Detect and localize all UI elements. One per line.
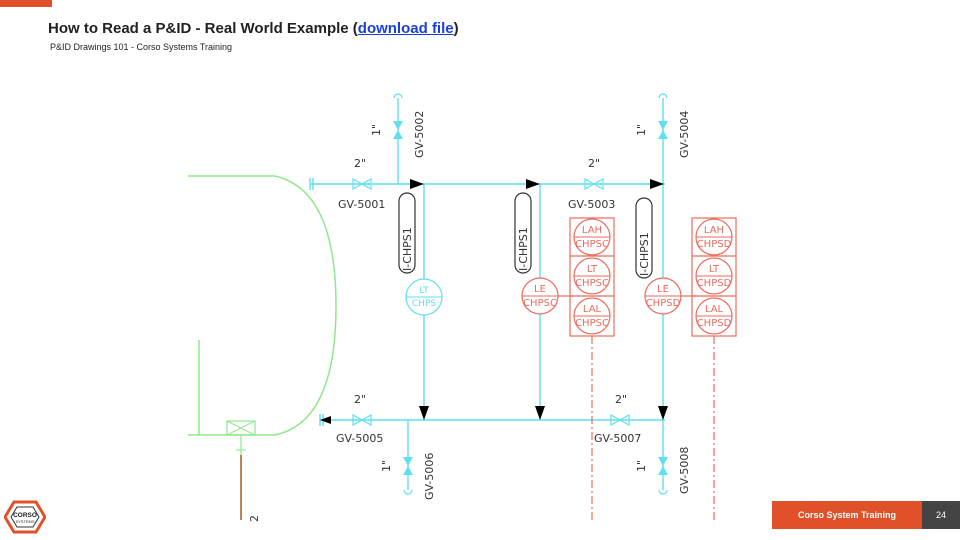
tag-gv-5007: GV-5007 (594, 432, 641, 445)
line-tag-3-text: I-CHPS1 (638, 232, 651, 276)
instrument-lal-chpsc[interactable]: LAL CHPSC (573, 297, 611, 335)
title-prefix: How to Read a P&ID - Real World Example … (48, 20, 358, 37)
instrument-lah-chpsc-func: LAH (582, 225, 602, 236)
flow-arrow (320, 416, 331, 424)
instrument-lt-chpsc-func: LT (587, 264, 598, 275)
tag-gv-5003: GV-5003 (568, 198, 615, 211)
flow-arrow (410, 179, 424, 189)
instrument-le-chpsc-func: LE (534, 284, 546, 295)
size-label-gv-5006: 1" (380, 460, 393, 472)
tag-gv-5004: GV-5004 (678, 111, 691, 158)
instrument-lt-chpsc-loop: CHPSC (575, 278, 609, 289)
instrument-lal-chpsd-loop: CHPSD (697, 318, 732, 329)
valve-gv-5006[interactable] (403, 457, 413, 475)
line-tag-3: I-CHPS1 (635, 197, 653, 279)
flow-arrow (419, 406, 429, 420)
flow-arrows (320, 179, 668, 424)
flow-arrow (650, 179, 664, 189)
instrument-lah-chpsc[interactable]: LAH CHPSC (573, 218, 611, 256)
vessel-bottom-valve (226, 420, 256, 520)
instrument-lt-chpsd-loop: CHPSD (697, 278, 732, 289)
flow-arrow (658, 406, 668, 420)
size-label-gv-5005: 2" (354, 393, 366, 406)
line-tag-1-text: I-CHPS1 (401, 227, 414, 271)
size-label-gv-5008: 1" (635, 460, 648, 472)
page-subtitle: P&ID Drawings 101 - Corso Systems Traini… (50, 42, 233, 52)
drain-size-label: 2 (248, 515, 261, 522)
tag-gv-5006: GV-5006 (423, 453, 436, 500)
tag-gv-5001: GV-5001 (338, 198, 385, 211)
instrument-lah-chpsd[interactable]: LAH CHPSD (695, 218, 733, 256)
instrument-le-chpsd-func: LE (657, 284, 669, 295)
instrument-lah-chpsd-loop: CHPSD (697, 239, 732, 250)
instrument-lt-chps-func: LT (419, 286, 429, 296)
instrument-lah-chpsc-loop: CHPSC (575, 239, 609, 250)
valve-gv-5004[interactable] (658, 121, 668, 139)
vessel (188, 175, 337, 436)
corso-logo: CORSO SYSTEMS (4, 500, 46, 534)
size-label-gv-5002: 1" (370, 124, 383, 136)
instrument-lal-chpsd-func: LAL (705, 304, 724, 315)
instrument-lt-chps[interactable]: LT CHPS (405, 278, 443, 316)
instrument-lt-chps-loop: CHPS (412, 299, 436, 309)
valve-gv-5001[interactable] (352, 177, 372, 191)
footer-brand-label: Corso System Training (772, 501, 922, 529)
line-tag-2: I-CHPS1 (514, 192, 532, 274)
size-label-gv-5003: 2" (588, 157, 600, 170)
valve-gv-5002[interactable] (393, 121, 403, 139)
vent-caps (393, 93, 668, 495)
svg-text:SYSTEMS: SYSTEMS (15, 519, 34, 524)
size-label-gv-5004: 1" (635, 124, 648, 136)
instrument-group-chpsc (558, 217, 615, 520)
instrument-lt-chpsd[interactable]: LT CHPSD (695, 257, 733, 295)
valve-gv-5007[interactable] (610, 413, 630, 427)
flow-arrow (535, 406, 545, 420)
page-title: How to Read a P&ID - Real World Example … (48, 20, 459, 37)
download-file-link[interactable]: download file (357, 20, 454, 37)
instrument-le-chpsd[interactable]: LE CHPSD (644, 277, 682, 315)
tag-gv-5008: GV-5008 (678, 447, 691, 494)
instrument-lt-chpsd-func: LT (709, 264, 720, 275)
valve-gv-5005[interactable] (352, 413, 372, 427)
instrument-le-chpsd-loop: CHPSD (646, 298, 681, 309)
valve-gv-5008[interactable] (658, 457, 668, 475)
line-tag-1: I-CHPS1 (398, 192, 416, 274)
instrument-le-chpsc[interactable]: LE CHPSC (521, 277, 559, 315)
valve-gv-5003[interactable] (584, 177, 604, 191)
svg-text:CORSO: CORSO (13, 512, 37, 519)
instrument-group-chpsd (681, 217, 737, 520)
instrument-lal-chpsc-loop: CHPSC (575, 318, 609, 329)
instrument-lt-chpsc[interactable]: LT CHPSC (573, 257, 611, 295)
page-number: 24 (922, 501, 960, 529)
flow-arrow (526, 179, 540, 189)
top-accent-bar (0, 0, 52, 7)
instrument-lal-chpsd[interactable]: LAL CHPSD (695, 297, 733, 335)
tag-gv-5005: GV-5005 (336, 432, 383, 445)
instrument-lal-chpsc-func: LAL (583, 304, 602, 315)
line-tag-2-text: I-CHPS1 (517, 227, 530, 271)
title-suffix: ) (453, 20, 459, 37)
tag-gv-5002: GV-5002 (413, 111, 426, 158)
instrument-le-chpsc-loop: CHPSC (523, 298, 557, 309)
size-label-gv-5001: 2" (354, 157, 366, 170)
instrument-lah-chpsd-func: LAH (704, 225, 724, 236)
size-label-gv-5007: 2" (615, 393, 627, 406)
